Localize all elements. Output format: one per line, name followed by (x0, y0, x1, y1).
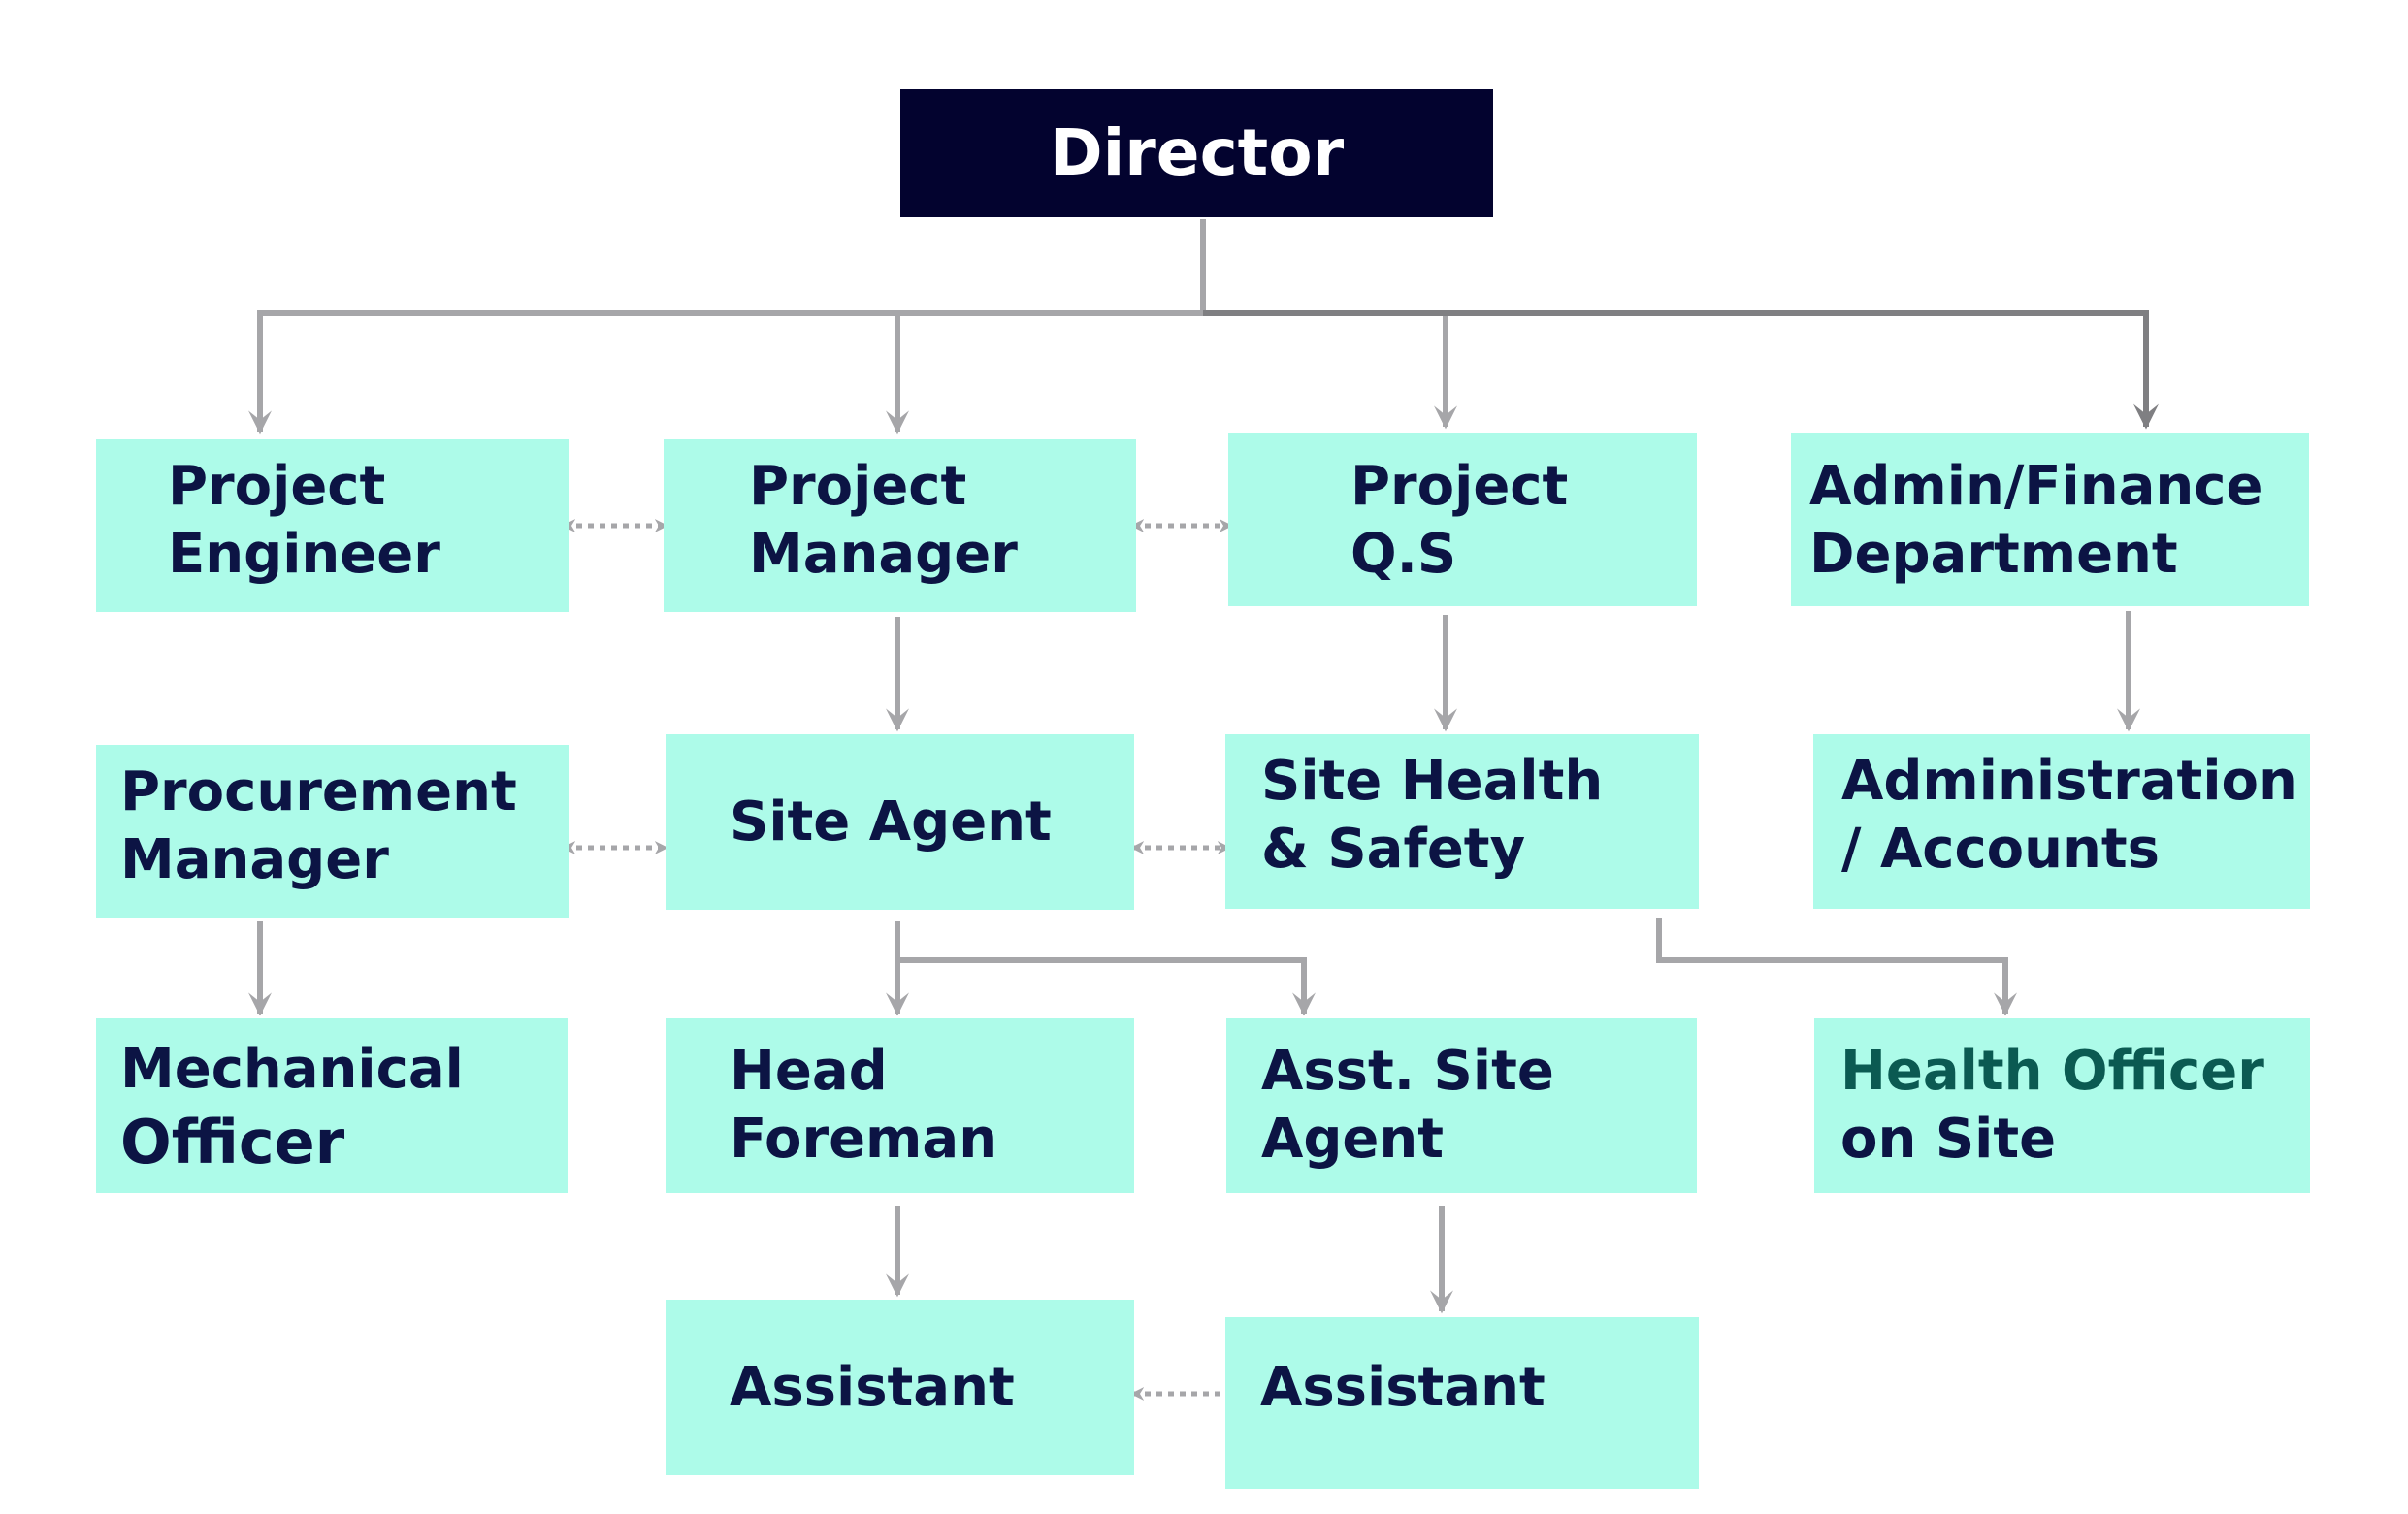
connector-hierarchy-site_health_safety-to-health_officer (1656, 918, 2017, 1016)
node-head-foreman-line-1: Head (730, 1040, 888, 1103)
node-mechanical-officer: Mechanical Officer (96, 1018, 568, 1193)
node-admin-finance: Admin/Finance Department (1791, 433, 2309, 606)
node-head-foreman-line-2: Foreman (730, 1108, 998, 1171)
node-asst-site-agent-line-1: Asst. Site (1261, 1040, 1554, 1103)
connector-hierarchy-director-to-project_engineer (248, 219, 1206, 435)
node-project-manager-line-1: Project (749, 455, 967, 518)
node-admin-finance-line-2: Department (1809, 523, 2178, 586)
node-mechanical-officer-line-1: Mechanical (120, 1038, 464, 1101)
node-procurement-manager-label: Procurement Manager (120, 758, 517, 894)
node-asst-site-agent: Asst. Site Agent (1226, 1018, 1697, 1193)
node-health-officer-line-1: Health Officer (1840, 1040, 2264, 1103)
node-health-officer-label: Health Officer on Site (1840, 1038, 2264, 1174)
node-project-engineer-line-2: Engineer (168, 523, 440, 586)
node-mechanical-officer-label: Mechanical Officer (120, 1036, 464, 1181)
node-admin-finance-label: Admin/Finance Department (1809, 453, 2262, 589)
node-administration-accounts-line-2: / Accounts (1841, 818, 2160, 881)
node-site-health-safety: Site Health & Safety (1225, 734, 1699, 909)
node-assistant-left-label: Assistant (730, 1354, 1015, 1422)
node-head-foreman-label: Head Foreman (730, 1038, 997, 1174)
node-director-label: Director (900, 119, 1493, 187)
node-site-agent-label: Site Agent (730, 789, 1052, 856)
node-site-health-safety-label: Site Health & Safety (1261, 748, 1603, 884)
node-project-qs: Project Q.S (1228, 433, 1697, 606)
node-procurement-manager: Procurement Manager (96, 745, 569, 918)
node-site-health-safety-line-2: & Safety (1261, 818, 1526, 881)
node-asst-site-agent-label: Asst. Site Agent (1261, 1038, 1554, 1174)
connector-hierarchy-site_agent-to-asst_site_agent (897, 957, 1316, 1016)
node-project-engineer: Project Engineer (96, 439, 569, 612)
node-project-manager-label: Project Manager (749, 453, 1018, 589)
node-director-line-1: Director (1049, 115, 1345, 190)
node-health-officer-line-2: on Site (1840, 1108, 2057, 1171)
node-administration-accounts-label: Administration / Accounts (1841, 748, 2297, 884)
node-procurement-manager-line-2: Manager (120, 828, 389, 891)
node-site-health-safety-line-1: Site Health (1261, 750, 1604, 813)
node-health-officer: Health Officer on Site (1814, 1018, 2310, 1193)
node-asst-site-agent-line-2: Agent (1261, 1108, 1445, 1171)
node-project-qs-label: Project Q.S (1350, 453, 1568, 589)
node-assistant-left: Assistant (666, 1300, 1134, 1475)
node-administration-accounts: Administration / Accounts (1813, 734, 2310, 909)
node-head-foreman: Head Foreman (666, 1018, 1134, 1193)
node-project-manager-line-2: Manager (749, 523, 1018, 586)
node-procurement-manager-line-1: Procurement (120, 760, 517, 823)
node-assistant-right-label: Assistant (1260, 1354, 1546, 1422)
node-assistant-right-line-1: Assistant (1260, 1356, 1546, 1419)
node-assistant-left-line-1: Assistant (730, 1356, 1015, 1419)
node-director: Director (900, 89, 1493, 217)
node-site-agent: Site Agent (666, 734, 1134, 910)
node-assistant-right: Assistant (1225, 1317, 1699, 1489)
node-mechanical-officer-line-2: Officer (120, 1107, 345, 1177)
node-project-qs-line-1: Project (1350, 455, 1569, 518)
node-site-agent-line-1: Site Agent (730, 790, 1052, 854)
node-administration-accounts-line-1: Administration (1841, 750, 2297, 813)
node-project-manager: Project Manager (664, 439, 1136, 612)
node-admin-finance-line-1: Admin/Finance (1809, 455, 2263, 518)
node-project-qs-line-2: Q.S (1350, 523, 1457, 586)
node-project-engineer-label: Project Engineer (168, 453, 440, 589)
connector-hierarchy-director-to-admin_finance (1203, 310, 2159, 430)
node-project-engineer-line-1: Project (168, 455, 386, 518)
